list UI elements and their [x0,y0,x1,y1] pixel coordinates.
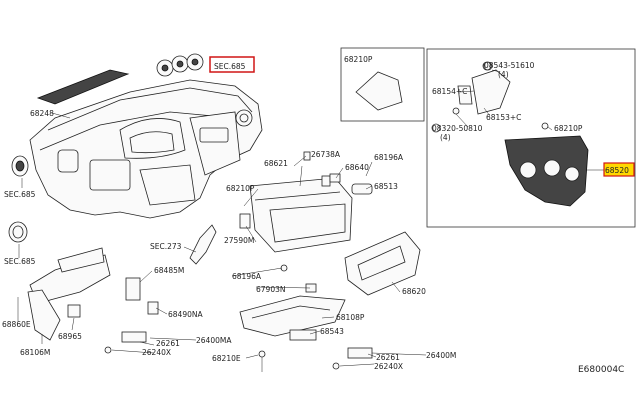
label-68640[interactable]: 68640 [345,163,369,172]
label-68248[interactable]: 68248 [30,109,54,118]
clip-68210p-inset2 [541,122,549,130]
screw-head-68210e [258,350,266,358]
label-08543[interactable]: 08543-51610 [484,61,535,70]
label-26738a[interactable]: 26738A [311,150,341,159]
cluster-finisher-68520 [504,135,589,207]
clip-68485m [125,277,141,301]
small-bracket-68965 [67,304,81,318]
side-vent-left-lower [8,221,28,243]
screw-symbol-08320 [431,123,441,133]
lamp-26400ma [121,331,147,343]
glove-box-assembly [249,175,373,253]
label-68210p-mid[interactable]: 68210P [226,184,255,193]
label-08320-qty: (4) [440,133,451,142]
label-68108p[interactable]: 68108P [336,313,365,322]
label-68196a-mid[interactable]: 68196A [232,272,262,281]
label-68520[interactable]: 68520 [605,166,629,175]
label-08543-qty: (4) [498,70,509,79]
label-68106m[interactable]: 68106M [20,348,50,357]
label-68210p-inset2[interactable]: 68210P [554,124,583,133]
label-26400ma[interactable]: 26400MA [196,336,232,345]
lower-cover-68108p [239,295,346,337]
label-08320[interactable]: 08320-50810 [432,124,483,133]
label-68210p-inset[interactable]: 68210P [344,55,373,64]
label-26240x-left[interactable]: 26240X [142,348,171,357]
highlight-sec685 [209,56,255,73]
bracket-sec273 [189,224,217,265]
label-sec685-left1[interactable]: SEC.685 [4,190,36,199]
label-68485m[interactable]: 68485M [154,266,184,275]
glove-box-lid-68620 [344,231,421,296]
bulb-right [332,362,340,370]
label-26261-right[interactable]: 26261 [376,353,400,362]
label-68490na[interactable]: 68490NA [168,310,203,319]
inset-frame-clip [340,47,425,122]
label-68153c[interactable]: 68153+C [486,113,521,122]
label-68620[interactable]: 68620 [402,287,426,296]
label-68513[interactable]: 68513 [374,182,398,191]
bulb-left [104,346,112,354]
diagram-code: E680004C [578,365,624,375]
clip-68640 [329,173,341,183]
center-vents [156,53,204,77]
label-26261-left[interactable]: 26261 [156,339,180,348]
label-sec273[interactable]: SEC.273 [150,242,182,251]
label-27590m[interactable]: 27590M [224,236,254,245]
label-68196a-top[interactable]: 68196A [374,153,404,162]
screw-08320 [452,107,460,115]
side-vent-left-upper [11,155,29,177]
part-labels: SEC.685 SEC.685 SEC.685 SEC.273 68248 68… [2,55,583,371]
clip-68210p-inset [355,71,403,111]
label-68621[interactable]: 68621 [264,159,288,168]
label-68543[interactable]: 68543 [320,327,344,336]
label-68965[interactable]: 68965 [58,332,82,341]
label-68210e[interactable]: 68210E [212,354,241,363]
inset-frame-panel [426,48,636,228]
lamp-68543 [289,329,317,341]
label-68154c[interactable]: 68154+C [432,87,467,96]
clip-68490na [147,301,159,315]
label-sec685-top[interactable]: SEC.685 [214,62,246,71]
instrument-panel-assembly [29,69,263,219]
label-26240x-right[interactable]: 26240X [374,362,403,371]
label-67903n[interactable]: 67903N [256,285,285,294]
highlight-68520 [603,162,635,177]
clip-27590m [239,213,251,229]
label-26400m[interactable]: 26400M [426,351,456,360]
clip-26738a [303,151,311,161]
lamp-26400m [347,347,373,359]
lower-knee-panels [27,247,111,341]
screw-symbol-08543 [483,61,493,71]
bracket-68153c [457,69,511,115]
leader-lines [17,69,604,367]
label-68860e[interactable]: 68860E [2,320,31,329]
label-sec685-left2[interactable]: SEC.685 [4,257,36,266]
